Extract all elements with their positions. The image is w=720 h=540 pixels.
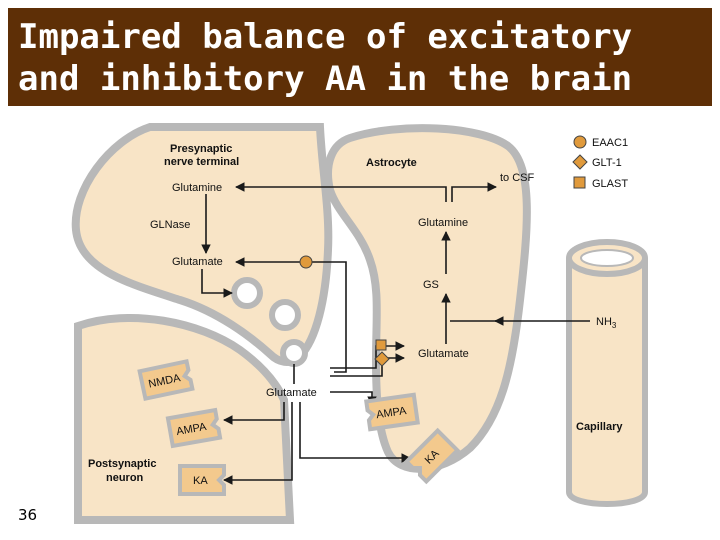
legend-label-glast: GLAST: [592, 178, 628, 190]
presynaptic-label-line2: nerve terminal: [164, 156, 239, 168]
glast-transporter: [375, 339, 387, 351]
glnase-label: GLNase: [150, 219, 190, 231]
vesicle-loading-arrow: [201, 269, 233, 298]
ampa-receptor-astrocyte: AMPA: [364, 392, 420, 432]
postsynaptic-label-line1: Postsynaptic: [88, 458, 156, 470]
glast-legend-icon: [573, 176, 586, 189]
synaptic-vesicle-fusing: [280, 339, 308, 367]
glutamine-astrocyte-label: Glutamine: [418, 217, 468, 229]
synaptic-vesicle: [231, 277, 263, 309]
to-ampa-postsynaptic-arrow: [223, 402, 285, 425]
capillary-shape: [566, 258, 648, 507]
glutamine-presynaptic-label: Glutamine: [172, 182, 222, 194]
postsynaptic-label-line2: neuron: [106, 472, 144, 484]
receptor-label-ampa-astro: AMPA: [375, 405, 407, 421]
capillary-lumen: [580, 249, 634, 267]
receptor-label-ampa-post: AMPA: [175, 421, 208, 438]
glt1-legend-icon: [572, 154, 588, 170]
legend-label-glt1: GLT-1: [592, 157, 622, 169]
transporter-legend: EAAC1 GLT-1 GLAST: [572, 135, 628, 190]
glutamate-presynaptic-label: Glutamate: [172, 256, 223, 268]
nmda-receptor: NMDA: [137, 358, 195, 402]
nh3-subscript: 3: [612, 321, 617, 330]
glutamate-astrocyte-label: Glutamate: [418, 348, 469, 360]
ampa-receptor-postsynaptic: AMPA: [165, 407, 223, 449]
to-ka-astrocyte-arrow: [299, 402, 411, 463]
to-csf-arrow: [451, 182, 497, 202]
slide-page-number: 36: [18, 506, 38, 524]
eaac1-legend-icon: [573, 135, 587, 149]
to-ka-postsynaptic-arrow: [223, 402, 293, 485]
astrocyte-shape: [324, 124, 531, 473]
synaptic-vesicle: [269, 299, 301, 331]
astrocyte-label: Astrocyte: [366, 157, 417, 169]
capillary-label: Capillary: [576, 421, 623, 433]
nh3-text: NH: [596, 316, 612, 328]
nh3-label: NH3: [596, 316, 617, 330]
glutamine-transfer-arrow: [235, 182, 447, 202]
cleft-to-astrocyte-arrow-upper: [330, 341, 405, 369]
slide-title-bar: Impaired balance of excitatory and inhib…: [8, 8, 712, 106]
slide-title-line-2: and inhibitory AA in the brain: [18, 59, 633, 99]
ka-receptor-postsynaptic: KA: [178, 464, 226, 496]
glutamate-cleft-label: Glutamate: [266, 387, 317, 399]
to-csf-label: to CSF: [500, 172, 535, 184]
ka-receptor-astrocyte: KA: [403, 427, 461, 485]
legend-label-eaac1: EAAC1: [592, 137, 628, 149]
cleft-to-astrocyte-arrow-lower: [330, 353, 405, 377]
presynaptic-label-line1: Presynaptic: [170, 143, 232, 155]
glt1-transporter: [374, 351, 390, 367]
pathway-arrows: [201, 182, 590, 485]
eaac1-transporter: [299, 255, 313, 269]
gs-label: GS: [423, 279, 439, 291]
slide-title-line-1: Impaired balance of excitatory: [18, 17, 633, 57]
receptor-label-ka-post: KA: [193, 475, 208, 487]
glutamate-reuptake-presynaptic-arrow: [235, 257, 347, 373]
